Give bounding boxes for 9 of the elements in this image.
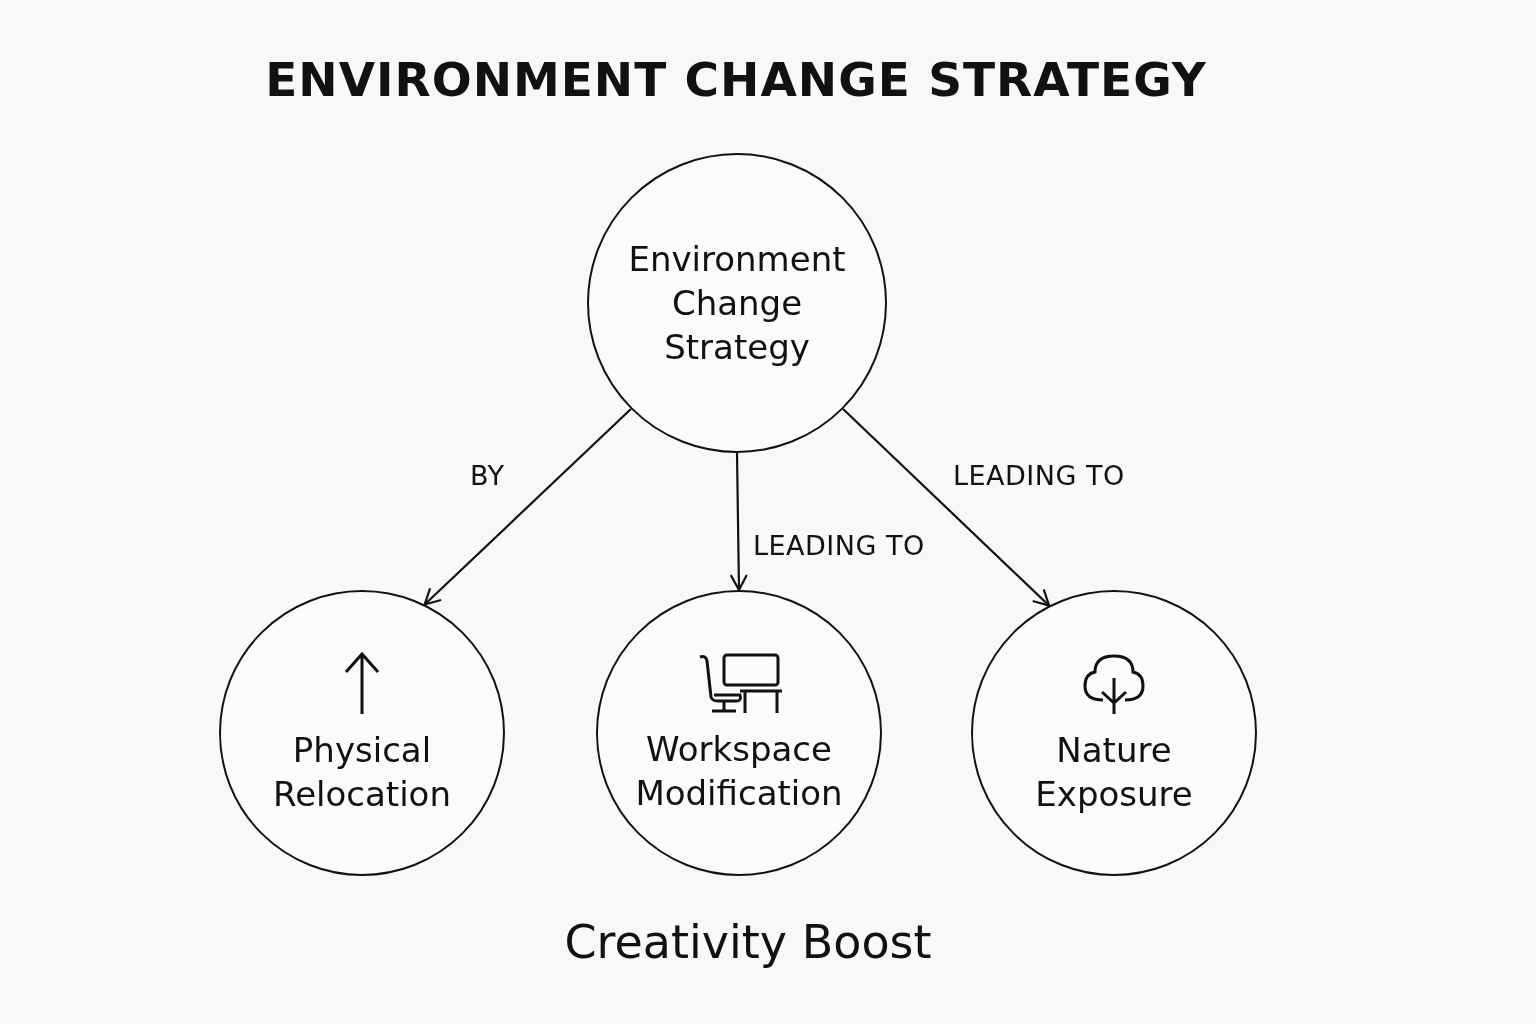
node-label: Environment Change Strategy bbox=[627, 238, 847, 369]
node-label: Nature Exposure bbox=[1034, 729, 1194, 816]
node-label: Workspace Modification bbox=[634, 728, 844, 815]
outcome-text: Creativity Boost bbox=[564, 915, 932, 969]
arrow bbox=[842, 408, 1051, 607]
arrow bbox=[729, 453, 748, 592]
diagram-title: ENVIRONMENT CHANGE STRATEGY bbox=[264, 52, 1208, 107]
arrow bbox=[423, 408, 632, 606]
node-label: Physical Relocation bbox=[272, 729, 452, 816]
